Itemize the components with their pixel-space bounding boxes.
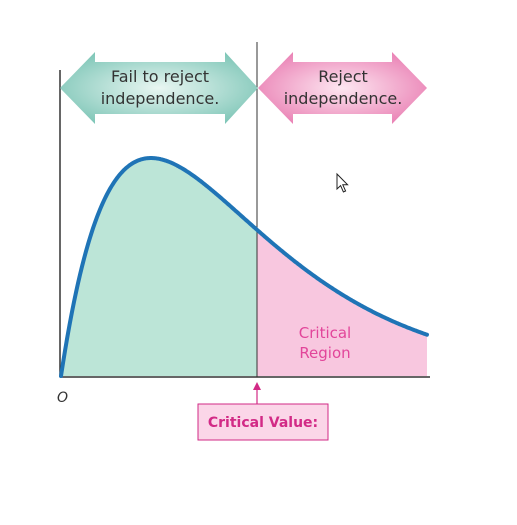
critical-value-label: Critical Value: [208, 415, 318, 431]
critical-value-box: Critical Value: [197, 403, 329, 441]
fail-to-reject-arrow: Fail to reject independence. [60, 52, 258, 124]
critical-value-pointer [253, 382, 261, 404]
fail-to-reject-region [61, 158, 257, 376]
critical-region-label-line1: Critical [299, 324, 351, 342]
fail-to-reject-label-line1: Fail to reject [111, 67, 209, 86]
reject-arrow: Reject independence. [258, 52, 427, 124]
critical-region-label-line2: Region [299, 344, 350, 362]
reject-label-line1: Reject [318, 67, 368, 86]
origin-label: O [57, 390, 68, 406]
mouse-pointer-icon [336, 172, 349, 193]
fail-to-reject-label-line2: independence. [101, 89, 220, 108]
reject-label-line2: independence. [284, 89, 403, 108]
chi-square-curve [59, 156, 429, 378]
